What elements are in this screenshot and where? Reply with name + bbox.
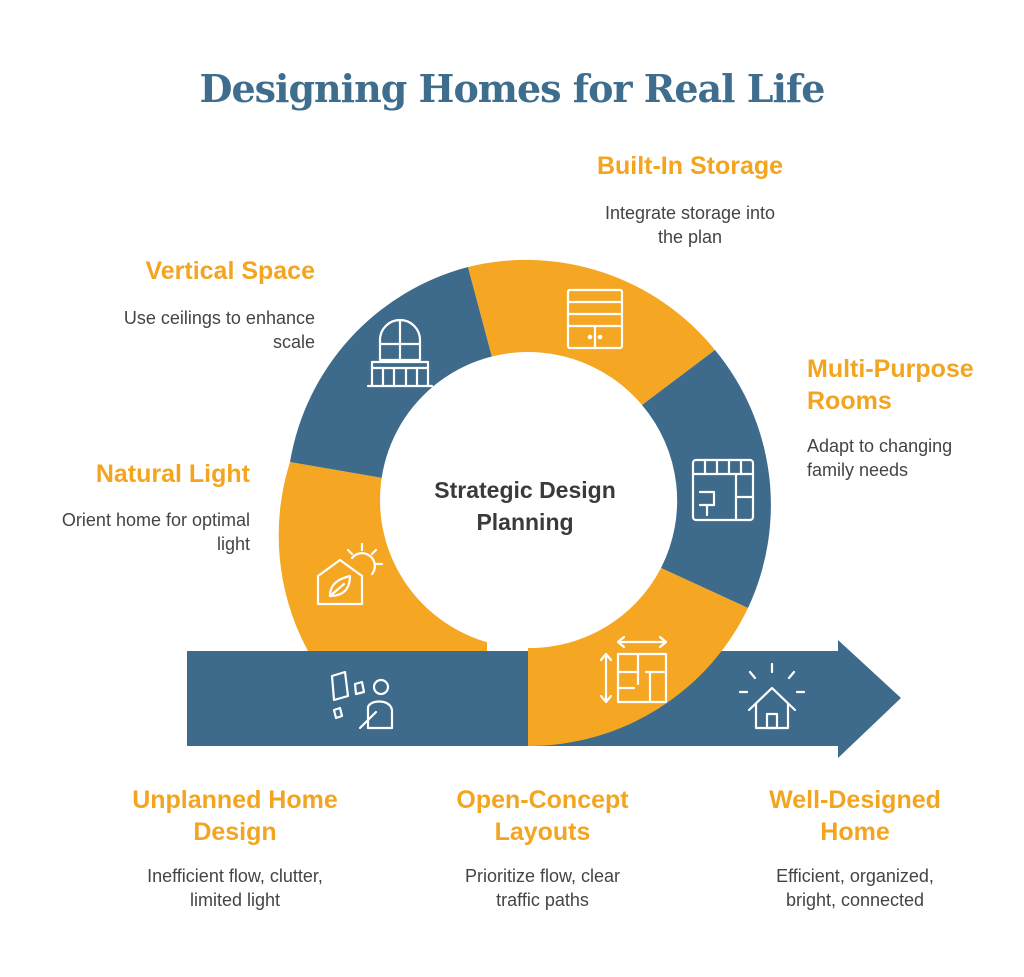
- well-designed-title: Well-Designed Home: [769, 786, 941, 846]
- segment-built-in-storage: [468, 259, 715, 405]
- vertical-space-title: Vertical Space: [145, 257, 315, 285]
- center-label-line1: Strategic Design: [434, 477, 616, 503]
- center-label-line2: Planning: [476, 509, 574, 535]
- natural-light-title: Natural Light: [95, 460, 250, 488]
- unplanned-desc: Inefficient flow, clutter, limited light: [147, 866, 323, 910]
- floor-plan-furniture-icon: [691, 458, 755, 522]
- sun-home-icon: [316, 542, 384, 606]
- window-balcony-icon: [366, 318, 434, 388]
- open-concept-desc: Prioritize flow, clear traffic paths: [464, 866, 621, 910]
- segment-multi-purpose: [642, 350, 771, 608]
- open-concept-title: Open-Concept Layouts: [456, 786, 629, 846]
- multi-purpose-desc: Adapt to changing family needs: [807, 436, 953, 480]
- built-in-storage-title: Built-In Storage: [596, 152, 784, 180]
- segment-vertical-space: [290, 267, 492, 478]
- cabinet-icon: [566, 288, 624, 350]
- well-designed-desc: Efficient, organized, bright, connected: [776, 866, 934, 910]
- natural-light-desc: Orient home for optimal light: [61, 510, 250, 554]
- unplanned-title: Unplanned Home Design: [132, 786, 338, 846]
- home-shine-icon: [738, 662, 806, 730]
- page-title: Designing Homes for Real Life: [199, 66, 826, 111]
- center-label: Strategic Design Planning: [400, 474, 650, 538]
- vertical-space-desc: Use ceilings to enhance scale: [123, 308, 315, 352]
- arrow-left-segment: [187, 651, 528, 746]
- center-circle: [380, 352, 676, 648]
- multi-purpose-title: Multi-Purpose Rooms: [807, 355, 974, 415]
- built-in-storage-desc: Integrate storage into the plan: [604, 203, 776, 247]
- person-confused-icon: [330, 670, 394, 730]
- floor-plan-dimensions-icon: [599, 635, 668, 704]
